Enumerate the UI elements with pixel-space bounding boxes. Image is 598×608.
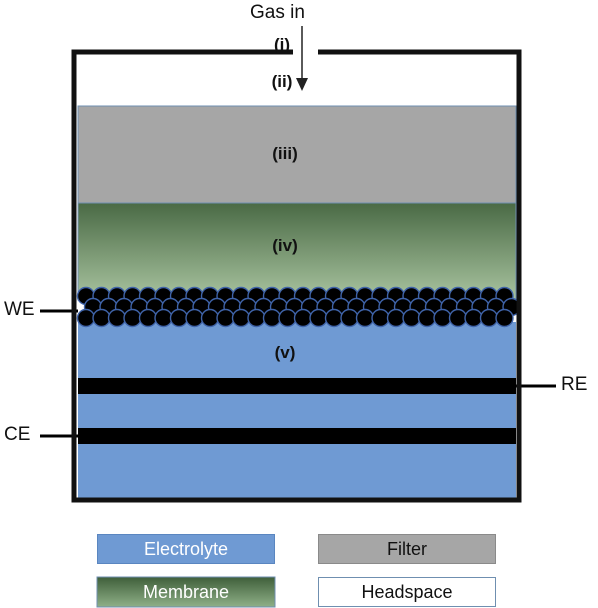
- electrode-particle: [185, 308, 204, 328]
- working-electrode-particles: [76, 286, 521, 328]
- electrode-particle: [479, 308, 499, 328]
- electrode-particle: [216, 308, 235, 328]
- electrode-particle: [107, 308, 127, 328]
- electrode-particle: [247, 308, 266, 328]
- electrode-particle: [278, 308, 297, 328]
- electrode-particle: [76, 308, 96, 328]
- electrode-particle: [123, 308, 142, 328]
- arrow-head-icon: [296, 78, 308, 91]
- legend-filter: Filter: [318, 534, 496, 564]
- gas-in-label: Gas in: [250, 2, 305, 23]
- electrode-particle: [200, 308, 220, 328]
- layer-label-ii: (ii): [271, 72, 293, 91]
- reference-electrode-bar: [78, 378, 516, 394]
- legend-membrane: Membrane: [142, 581, 230, 602]
- electrode-particle: [231, 308, 251, 328]
- layer-label-i: (i): [273, 35, 291, 54]
- electrode-particle: [355, 308, 375, 328]
- electrode-particle: [464, 308, 483, 328]
- electrode-particle: [402, 308, 421, 328]
- legend-headspace: Headspace: [318, 577, 496, 607]
- electrode-particle: [169, 308, 189, 328]
- re-label: RE: [561, 374, 588, 395]
- layer-label-iii: (iii): [272, 144, 298, 163]
- electrode-particle: [433, 308, 452, 328]
- counter-electrode-bar: [78, 428, 516, 444]
- electrode-particle: [309, 308, 328, 328]
- electrode-particle: [92, 308, 111, 328]
- layer-label-iv: (iv): [272, 236, 298, 255]
- filter-layer: [77, 105, 517, 204]
- legend-membrane-swatch: [96, 576, 276, 608]
- layer-label-v: (v): [274, 343, 296, 362]
- electrode-particle: [448, 308, 468, 328]
- membrane-layer: [77, 202, 517, 301]
- electrode-particle: [371, 308, 390, 328]
- electrode-particle: [262, 308, 282, 328]
- electrode-particle: [386, 308, 406, 328]
- electrode-particle: [417, 308, 437, 328]
- electrode-particle: [154, 308, 173, 328]
- electrode-particle: [138, 308, 158, 328]
- we-label: WE: [4, 299, 35, 320]
- electrode-particle: [340, 308, 359, 328]
- electrode-particle: [293, 308, 313, 328]
- cell-outline: [71, 49, 522, 503]
- electrode-particle: [324, 308, 344, 328]
- electrolyte-layer: [78, 322, 516, 498]
- electrode-particle: [495, 308, 514, 328]
- ce-label: CE: [4, 424, 31, 445]
- legend-electrolyte: Electrolyte: [97, 534, 275, 564]
